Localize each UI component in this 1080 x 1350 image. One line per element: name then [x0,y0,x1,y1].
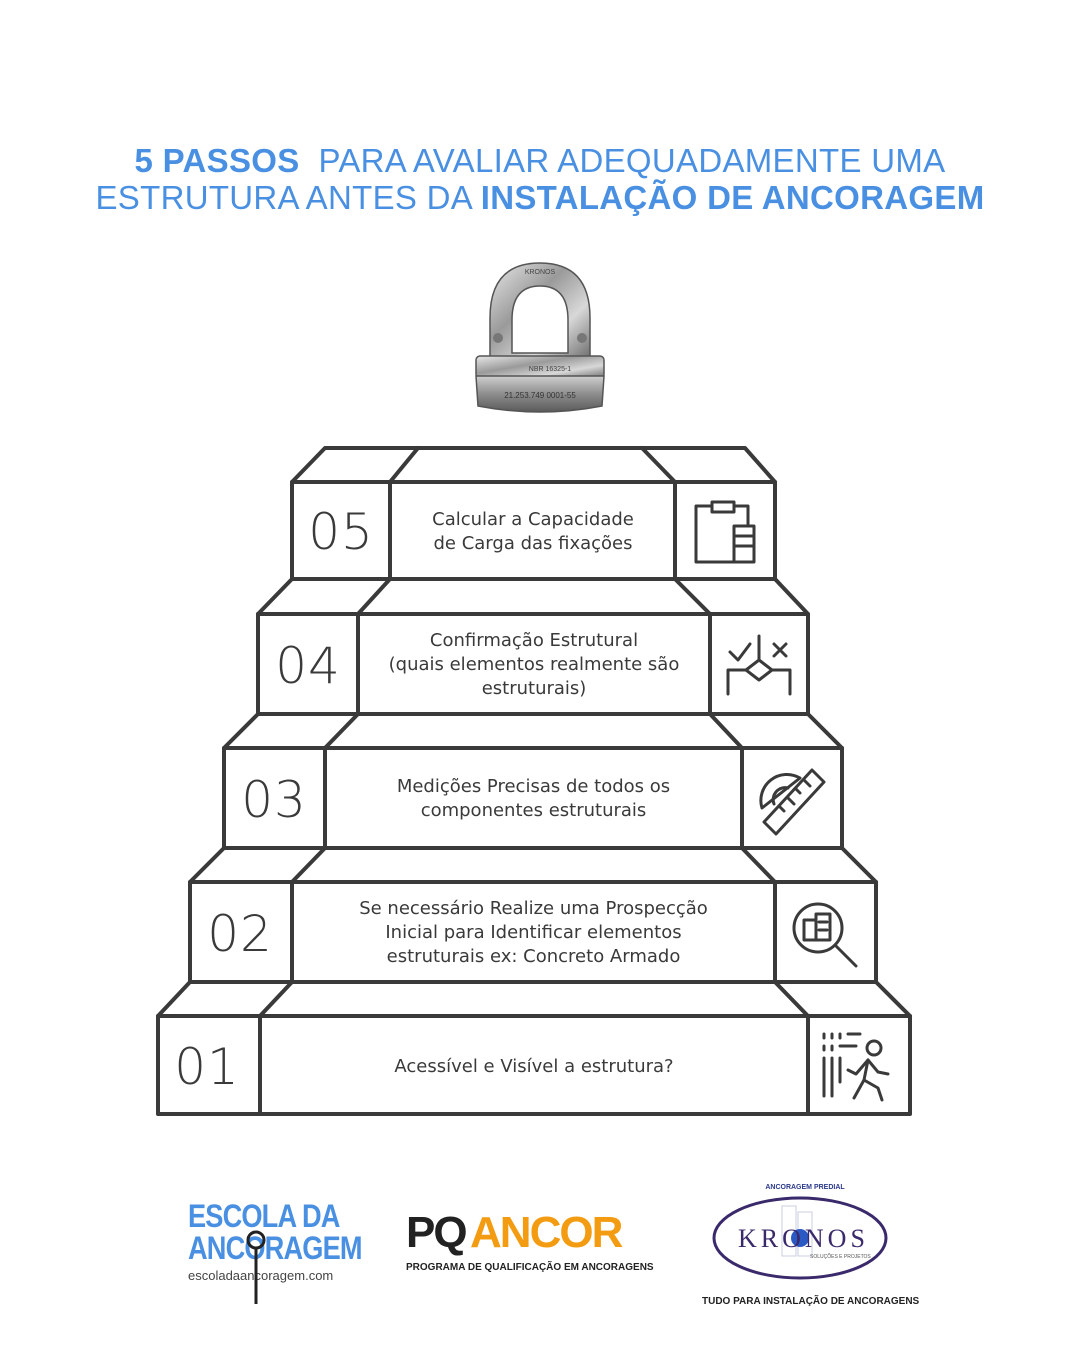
escola-logo-line-2: ANCORAGEM [188,1230,363,1266]
ring-marking-top: KRONOS [525,269,556,276]
step-1-top-face [156,980,912,1018]
step-5-text: Calcular a Capacidade de Carga das fixaç… [392,508,674,556]
pq-logo-ancor: ANCOR [470,1208,623,1257]
step-1-number: 01 [174,1038,240,1096]
ring-marking-bottom: 21.253.749 0001-55 [504,391,576,400]
escola-da-ancoragem-logo: ESCOLA DA ANCORAGEM escoladaancoragem.co… [188,1200,368,1310]
escola-logo-line-1: ESCOLA DA [188,1198,340,1234]
step-4-text-line: Confirmação Estrutural [429,630,639,651]
step-3-text-line: Medições Precisas de todos os [396,776,671,797]
step-5-top-face [290,446,777,484]
person-walking-icon [822,1032,890,1102]
title-text-1: PARA AVALIAR ADEQUADAMENTE UMA [318,142,946,179]
kronos-logo: ANCORAGEM PREDIAL KRONOS SOLUÇÕES E PROJ… [700,1184,919,1310]
title-line-2: ESTRUTURA ANTES DA INSTALAÇÃO DE ANCORAG… [0,179,1080,216]
step-1-text: Acessível e Visível a estrutura? [262,1055,806,1079]
title-bold-installation: INSTALAÇÃO DE ANCORAGEM [480,179,985,216]
clipboard-icon [694,500,756,564]
step-5-text-line: de Carga das fixações [433,533,633,554]
ring-marking-mid: NBR 16325-1 [529,366,572,373]
step-4-text: Confirmação Estrutural (quais elementos … [360,629,708,701]
pq-logo-subtitle: PROGRAMA DE QUALIFICAÇÃO EM ANCORAGENS [406,1262,654,1273]
structure-check-icon [726,634,792,696]
step-3-text: Medições Precisas de todos os componente… [327,775,740,823]
kronos-logo-subtitle: TUDO PARA INSTALAÇÃO DE ANCORAGENS [702,1296,920,1307]
step-4-text-line: (quais elementos realmente são [388,654,680,675]
protractor-ruler-icon [759,768,826,836]
kronos-logo-name: KRONOS [738,1224,869,1253]
step-4-text-line: estruturais) [481,678,587,699]
step-3-text-line: componentes estruturais [420,800,647,821]
step-2-text-line: Inicial para Identificar elementos [385,922,682,943]
step-2-number: 02 [207,905,273,963]
kronos-logo-top: ANCORAGEM PREDIAL [765,1184,845,1191]
search-building-icon [792,902,858,968]
pq-logo-pq: PQ [406,1208,468,1257]
pq-ancor-logo: PQ ANCOR PROGRAMA DE QUALIFICAÇÃO EM ANC… [406,1208,666,1278]
step-5-number: 05 [308,503,374,561]
step-4-number: 04 [275,637,341,695]
step-2-text-line: Se necessário Realize uma Prospecção [359,898,708,919]
step-1-text-line: Acessível e Visível a estrutura? [394,1056,674,1077]
kronos-ellipse-emblem [712,1196,888,1280]
step-2-text: Se necessário Realize uma Prospecção Ini… [294,897,773,969]
anchor-ring-image: KRONOS NBR 16325-1 21.253.749 0001-55 [475,262,605,413]
kronos-logo-tagline: SOLUÇÕES E PROJETOS [810,1254,871,1260]
step-2-top-face [188,846,878,884]
step-2-text-line: estruturais ex: Concreto Armado [386,946,681,967]
step-3-number: 03 [241,771,307,829]
step-4-top-face [256,577,810,616]
page-title: 5 PASSOS PARA AVALIAR ADEQUADAMENTE UMA … [0,142,1080,216]
title-text-2: ESTRUTURA ANTES DA [95,179,472,216]
escola-logo-url: escoladaancoragem.com [188,1268,334,1283]
step-3-top-face [222,712,844,750]
anchor-bolt-icon [246,1230,266,1304]
title-line-1: 5 PASSOS PARA AVALIAR ADEQUADAMENTE UMA [0,142,1080,179]
title-bold-steps: 5 PASSOS [134,142,300,179]
step-5-text-line: Calcular a Capacidade [432,509,634,530]
